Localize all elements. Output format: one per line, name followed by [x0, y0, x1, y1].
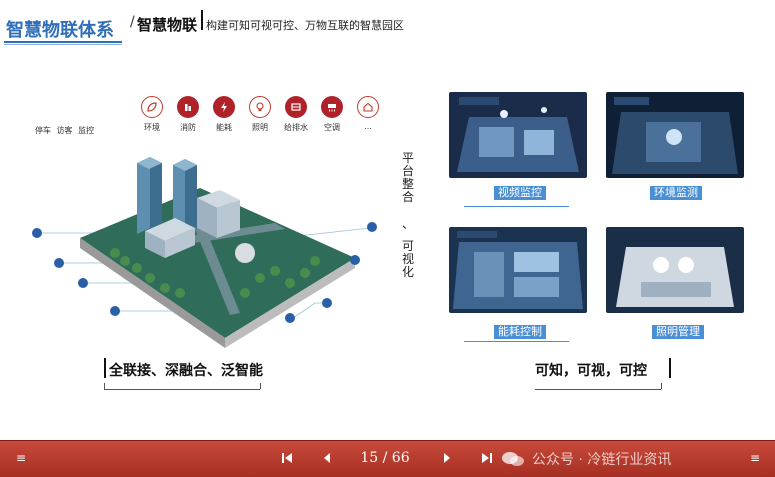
- ac-icon: [321, 96, 343, 118]
- subsystem-water: 给排水: [279, 96, 313, 133]
- subsystem-label: 消防: [180, 123, 196, 132]
- home-icon: [357, 96, 379, 118]
- energy-control-image: [449, 227, 587, 313]
- vertical-label-platform: 平台整合: [401, 151, 414, 204]
- title-underline-thin: [4, 44, 122, 45]
- category-visitor: 访客: [56, 126, 73, 135]
- title-underline: [4, 41, 122, 43]
- next-page-icon: [444, 453, 450, 463]
- category-labels: 停车 访客 监控: [35, 125, 97, 136]
- first-page-button[interactable]: [278, 449, 296, 467]
- watermark: 公众号 · 冷链行业资讯: [500, 449, 671, 469]
- caption-left-tick: [260, 383, 261, 389]
- bulb-icon: [249, 96, 271, 118]
- caption-left-bar: [104, 358, 106, 378]
- park-isometric-illustration: [32, 157, 377, 348]
- tile-energy-control: [449, 227, 587, 313]
- header-description: 构建可知可视可控、万物互联的智慧园区: [206, 19, 404, 32]
- environment-monitoring-image: [606, 92, 744, 178]
- first-page-icon: [282, 453, 292, 463]
- tile-label-environment: 环境监测: [650, 186, 702, 200]
- menu-icon[interactable]: ≡: [15, 451, 27, 465]
- tile-label-lighting: 照明管理: [652, 325, 704, 339]
- category-monitor: 监控: [78, 126, 95, 135]
- prev-page-icon: [324, 453, 330, 463]
- wechat-icon: [502, 452, 524, 466]
- subsystem-more: ...: [351, 96, 385, 131]
- leaf-icon: [141, 96, 163, 118]
- caption-right-underline: [535, 389, 661, 390]
- video-surveillance-image: [449, 92, 587, 178]
- subsystem-label: 能耗: [216, 123, 232, 132]
- tile-video-surveillance: [449, 92, 587, 178]
- subsystem-label: 环境: [144, 123, 160, 132]
- subsystem-fire: 消防: [171, 96, 205, 133]
- last-page-button[interactable]: [478, 449, 496, 467]
- menu-icon-right[interactable]: ≡: [749, 451, 761, 465]
- tile-label-video: 视频监控: [494, 186, 546, 200]
- tile-label-energy: 能耗控制: [494, 325, 546, 339]
- iot-overview-diagram: 停车 访客 监控 环境 消防 能耗 照明: [25, 88, 395, 348]
- subsystem-label: ...: [364, 122, 372, 131]
- caption-right: 可知，可视，可控: [535, 363, 647, 379]
- category-parking: 停车: [35, 126, 51, 135]
- header-divider: [201, 10, 203, 30]
- subsystem-label: 照明: [252, 123, 268, 132]
- tile-lighting-management: [606, 227, 744, 313]
- subsystem-environment: 环境: [135, 96, 169, 133]
- page-indicator: 15 / 66: [360, 450, 410, 466]
- lightning-icon: [213, 96, 235, 118]
- caption-left-tick: [104, 383, 105, 389]
- tile-label-underline: [464, 206, 569, 207]
- subsystem-lighting: 照明: [243, 96, 277, 133]
- caption-right-bar: [669, 358, 671, 378]
- prev-page-button[interactable]: [318, 449, 336, 467]
- caption-right-tick: [661, 383, 662, 389]
- last-page-icon: [482, 453, 492, 463]
- vertical-label-comma: 、: [401, 217, 414, 231]
- subsystem-energy: 能耗: [207, 96, 241, 133]
- subsystem-ac: 空调: [315, 96, 349, 133]
- header-slash: /: [130, 14, 135, 30]
- lighting-management-image: [606, 227, 744, 313]
- fire-extinguisher-icon: [177, 96, 199, 118]
- caption-left-underline: [104, 389, 260, 390]
- tile-label-underline: [464, 341, 569, 342]
- subsystem-label: 空调: [324, 123, 340, 132]
- section-title: 智慧物联体系: [6, 20, 114, 41]
- slide: 智慧物联体系 / 智慧物联 构建可知可视可控、万物互联的智慧园区 停车 访客 监…: [4, 10, 744, 390]
- caption-left: 全联接、深融合、泛智能: [109, 363, 263, 379]
- subsection-title: 智慧物联: [137, 16, 198, 34]
- vertical-label-visual: 可视化: [401, 239, 414, 279]
- presentation-navbar: ≡ 15 / 66 公众号 · 冷链行业资讯 ≡: [0, 440, 775, 477]
- water-icon: [285, 96, 307, 118]
- next-page-button[interactable]: [438, 449, 456, 467]
- subsystem-label: 给排水: [284, 123, 308, 132]
- tile-environment-monitoring: [606, 92, 744, 178]
- watermark-text: 公众号 · 冷链行业资讯: [532, 452, 672, 468]
